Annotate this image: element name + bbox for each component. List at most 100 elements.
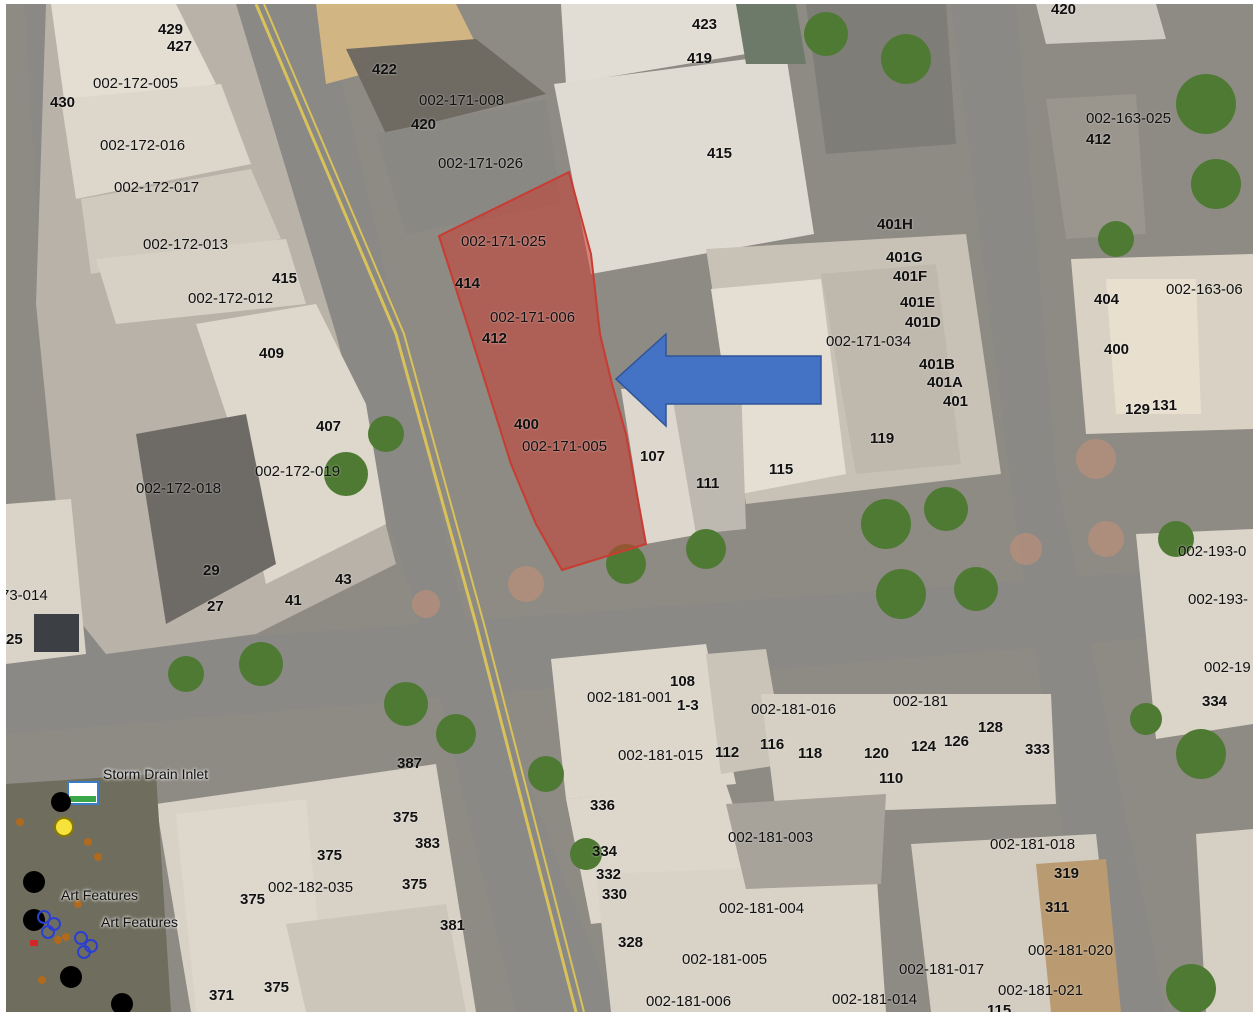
subject-parcel-highlight bbox=[437, 170, 648, 572]
address-number-label: 328 bbox=[618, 934, 644, 951]
address-number-label: 115 bbox=[987, 1002, 1012, 1012]
parcel-number-label: 002-172-018 bbox=[136, 480, 222, 497]
address-number-label: 334 bbox=[1202, 693, 1228, 710]
parcel-number-label: 002-193-0 bbox=[1178, 543, 1247, 560]
legend-art-features-label: Art Features bbox=[101, 914, 179, 930]
parcel-number-label: 002-181-014 bbox=[832, 991, 918, 1008]
address-number-label: 414 bbox=[455, 275, 481, 292]
legend-symbols bbox=[16, 781, 133, 1012]
parcel-number-label: 002-172-017 bbox=[114, 179, 200, 196]
address-number-label: 111 bbox=[696, 475, 720, 492]
parcel-number-label: 002-172-013 bbox=[143, 236, 229, 253]
address-number-label: 401B bbox=[919, 356, 955, 373]
address-number-label: 126 bbox=[944, 733, 970, 750]
address-number-label: 375 bbox=[402, 876, 428, 893]
legend-art-features-label: Art Features bbox=[61, 887, 139, 903]
address-number-label: 110 bbox=[879, 770, 904, 787]
building-rooftops bbox=[6, 4, 1253, 1012]
address-number-label: 401F bbox=[893, 268, 928, 285]
address-number-label: 412 bbox=[1086, 131, 1112, 148]
address-number-label: 400 bbox=[514, 416, 540, 433]
parcel-number-label: 002-181-016 bbox=[751, 701, 837, 718]
address-number-label: 115 bbox=[769, 461, 794, 478]
address-number-label: 407 bbox=[316, 418, 342, 435]
address-number-label: 400 bbox=[1104, 341, 1130, 358]
parcel-number-label: 002-181-020 bbox=[1028, 942, 1114, 959]
address-number-label: 116 bbox=[760, 736, 785, 753]
address-number-label: 334 bbox=[592, 843, 618, 860]
address-number-label: 423 bbox=[692, 16, 718, 33]
pointer-arrow bbox=[614, 332, 822, 428]
address-number-label: 319 bbox=[1054, 865, 1080, 882]
address-number-label: 129 bbox=[1125, 401, 1151, 418]
address-number-label: 415 bbox=[272, 270, 298, 287]
address-number-label: 333 bbox=[1025, 741, 1051, 758]
address-number-label: 131 bbox=[1152, 397, 1178, 414]
parcel-number-label: 002-172-016 bbox=[100, 137, 186, 154]
address-number-label: 419 bbox=[687, 50, 713, 67]
address-number-label: 387 bbox=[397, 755, 423, 772]
parcel-number-label: 002-172-019 bbox=[255, 463, 341, 480]
parcel-number-label: 002-193- bbox=[1188, 591, 1249, 608]
address-number-label: 375 bbox=[264, 979, 290, 996]
parcel-number-label: 002-181-001 bbox=[587, 689, 673, 706]
address-number-label: 422 bbox=[372, 61, 398, 78]
address-number-label: 120 bbox=[864, 745, 890, 762]
address-number-label: 427 bbox=[167, 38, 193, 55]
parcel-number-label: 002-182-035 bbox=[268, 879, 354, 896]
address-number-label: 420 bbox=[411, 116, 437, 133]
address-number-label: 112 bbox=[715, 744, 740, 761]
address-number-label: 415 bbox=[707, 145, 733, 162]
parcel-number-label: 002-171-006 bbox=[490, 309, 576, 326]
address-number-label: 401 bbox=[943, 393, 969, 410]
parcel-number-label: 73-014 bbox=[6, 587, 48, 604]
address-number-label: 25 bbox=[6, 631, 23, 648]
address-number-label: 124 bbox=[911, 738, 937, 755]
address-number-label: 108 bbox=[670, 673, 696, 690]
parcel-number-label: 002-181-003 bbox=[728, 829, 814, 846]
address-number-label: 412 bbox=[482, 330, 508, 347]
address-number-label: 401E bbox=[900, 294, 936, 311]
parcel-number-label: 002-163-025 bbox=[1086, 110, 1172, 127]
parcel-number-label: 002-171-034 bbox=[826, 333, 912, 350]
trees bbox=[168, 12, 1241, 1012]
address-number-label: 401H bbox=[877, 216, 913, 233]
address-number-label: 430 bbox=[50, 94, 76, 111]
legend-storm-drain-label: Storm Drain Inlet bbox=[103, 766, 209, 782]
address-number-label: 375 bbox=[317, 847, 343, 864]
address-number-label: 409 bbox=[259, 345, 285, 362]
parcel-number-label: 002-171-025 bbox=[461, 233, 547, 250]
parcel-number-label: 002-181-004 bbox=[719, 900, 805, 917]
parcel-number-label: 002-171-026 bbox=[438, 155, 524, 172]
parcel-number-label: 002-181-015 bbox=[618, 747, 704, 764]
address-number-label: 118 bbox=[798, 745, 823, 762]
art-feature-icon bbox=[37, 910, 98, 959]
address-number-label: 375 bbox=[393, 809, 419, 826]
address-number-label: 336 bbox=[590, 797, 616, 814]
parcel-number-label: 002-181-018 bbox=[990, 836, 1076, 853]
parcel-number-label: 002-181-017 bbox=[899, 961, 985, 978]
address-number-label: 381 bbox=[440, 917, 466, 934]
address-number-label: 401A bbox=[927, 374, 963, 391]
address-number-label: 27 bbox=[207, 598, 224, 615]
parcel-number-label: 002-171-008 bbox=[419, 92, 505, 109]
address-number-label: 29 bbox=[203, 562, 220, 579]
address-number-label: 311 bbox=[1045, 899, 1070, 916]
parcel-number-label: 002-171-005 bbox=[522, 438, 608, 455]
address-number-label: 332 bbox=[596, 866, 622, 883]
parcel-number-label: 002-181-005 bbox=[682, 951, 768, 968]
address-number-label: 371 bbox=[209, 987, 235, 1004]
parcel-number-label: 002-181-006 bbox=[646, 993, 732, 1010]
address-number-label: 404 bbox=[1094, 291, 1120, 308]
address-number-label: 383 bbox=[415, 835, 441, 852]
parcel-number-label: 002-181-021 bbox=[998, 982, 1084, 999]
address-number-label: 119 bbox=[870, 430, 895, 447]
address-number-label: 43 bbox=[335, 571, 352, 588]
address-number-label: 107 bbox=[640, 448, 666, 465]
address-number-label: 375 bbox=[240, 891, 266, 908]
address-number-label: 401D bbox=[905, 314, 941, 331]
aerial-imagery bbox=[6, 4, 1253, 1012]
address-number-label: 1-3 bbox=[677, 697, 699, 714]
address-number-label: 429 bbox=[158, 21, 184, 38]
